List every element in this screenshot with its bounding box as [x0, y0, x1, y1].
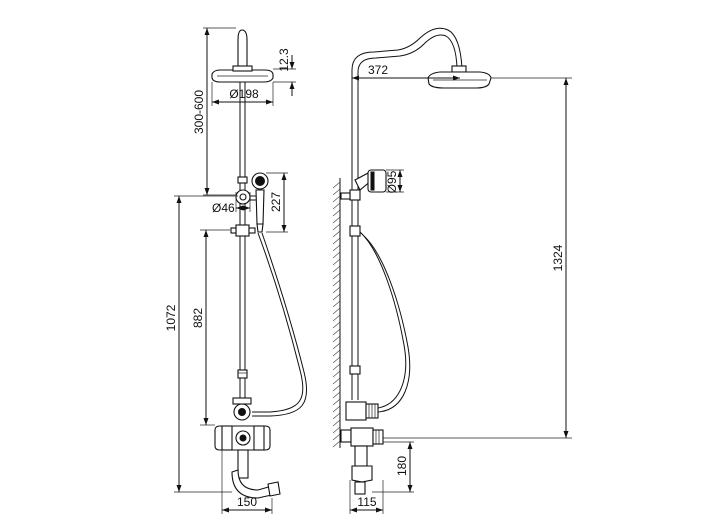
- slide-bar-side: [349, 150, 361, 400]
- dim-head-diameter-label: Ø198: [229, 87, 259, 101]
- shower-head-front: [211, 65, 274, 83]
- dim-arm-reach-label: 372: [368, 63, 388, 77]
- wall-hatch-line: [332, 405, 341, 413]
- dim-handshower-diameter-side-label: Ø95: [385, 170, 399, 193]
- front-view: 300-600 12.3 Ø198 Ø46 227: [164, 27, 308, 514]
- shower-head-side: [427, 65, 492, 89]
- dimension-total-height: 1072: [164, 195, 238, 493]
- wall-hatch-line: [332, 265, 341, 273]
- wall-hatch-line: [332, 237, 341, 245]
- wall-hatch-line: [332, 202, 341, 210]
- hose-side: [359, 231, 411, 413]
- wall-hatch-line: [332, 181, 341, 189]
- wall-hatch-line: [332, 377, 341, 385]
- dim-handshower-length-label: 227: [269, 192, 283, 212]
- dimension-overall-height: 1324: [383, 77, 572, 439]
- wall-hatch-line: [332, 272, 341, 280]
- wall-section: [332, 178, 341, 448]
- wall-hatch-line: [332, 230, 341, 238]
- dimension-handshower-diameter-side: Ø95: [385, 169, 404, 193]
- wall-hatch-line: [332, 258, 341, 266]
- dim-valve-width-label: 150: [237, 495, 257, 509]
- mixer-valve-side: [340, 427, 384, 447]
- wall-hatch-line: [332, 300, 341, 308]
- wall-hatch-line: [332, 293, 341, 301]
- wall-hatch-line: [332, 216, 341, 224]
- dimension-spout-projection: 115: [349, 480, 384, 514]
- wall-hatch-line: [332, 279, 341, 287]
- handshower-holder-front: [235, 189, 259, 205]
- wall-hatch-line: [332, 328, 341, 336]
- diverter-side: [345, 401, 379, 421]
- wall-hatch-line: [332, 384, 341, 392]
- wall-hatch-line: [332, 223, 341, 231]
- dimension-bar-height: 882: [191, 229, 230, 426]
- dim-bar-height-label: 882: [191, 308, 205, 328]
- wall-hatch-line: [332, 342, 341, 350]
- wall-hatch-line: [332, 391, 341, 399]
- side-view: 372 Ø95 1324 180 115: [332, 27, 572, 514]
- dimension-handshower-length: 227: [266, 172, 288, 233]
- wall-hatch-line: [332, 286, 341, 294]
- wall-hatch-line: [332, 356, 341, 364]
- handshower-front: [251, 172, 269, 233]
- handshower-holder-side: [340, 169, 387, 200]
- wall-hatch-line: [332, 209, 341, 217]
- dimension-handshower-diameter: Ø46: [212, 192, 251, 215]
- dim-handshower-diameter-label: Ø46: [212, 201, 235, 215]
- dim-overall-height-label: 1324: [551, 244, 565, 271]
- wall-hatch-line: [332, 398, 341, 406]
- riser-pipe-top: [237, 29, 248, 69]
- wall-hatch-line: [332, 426, 341, 434]
- dim-spout-projection-label: 115: [357, 495, 376, 509]
- mixer-valve-front: [214, 425, 271, 451]
- wall-hatch-line: [332, 440, 341, 448]
- shower-arm-side: [351, 27, 463, 150]
- diverter-front: [232, 397, 252, 421]
- wall-hatch-line: [332, 307, 341, 315]
- dimension-valve-width: 150: [221, 450, 273, 514]
- bath-spout-side: [351, 445, 373, 495]
- dimension-head-thickness: 12.3: [273, 48, 296, 96]
- wall-hatch-line: [332, 335, 341, 343]
- dimension-head-diameter: Ø198: [211, 82, 274, 106]
- wall-hatch-line: [332, 370, 341, 378]
- hose-front: [252, 232, 308, 417]
- dim-total-height-label: 1072: [164, 304, 178, 331]
- wall-hatch-line: [332, 412, 341, 420]
- dim-head-thickness-label: 12.3: [277, 48, 291, 72]
- slide-bar: [237, 82, 248, 400]
- wall-hatch-line: [332, 363, 341, 371]
- dimension-riser-height: 300-600: [192, 27, 236, 196]
- wall-hatch-line: [332, 321, 341, 329]
- wall-hatch-line: [332, 433, 341, 441]
- wall-hatch-line: [332, 419, 341, 427]
- dim-spout-height-label: 180: [395, 456, 409, 476]
- wall-hatch-line: [332, 244, 341, 252]
- wall-hatch-line: [332, 188, 341, 196]
- dim-riser-height-label: 300-600: [192, 90, 206, 134]
- dimension-arm-reach: 372: [352, 63, 460, 81]
- wall-hatch-line: [332, 314, 341, 322]
- wall-hatch-line: [332, 195, 341, 203]
- wall-hatch-line: [332, 349, 341, 357]
- bath-spout-front: [231, 449, 281, 499]
- slider-block-front: [230, 224, 256, 237]
- wall-hatch-line: [332, 251, 341, 259]
- dimension-spout-height: 180: [372, 441, 414, 493]
